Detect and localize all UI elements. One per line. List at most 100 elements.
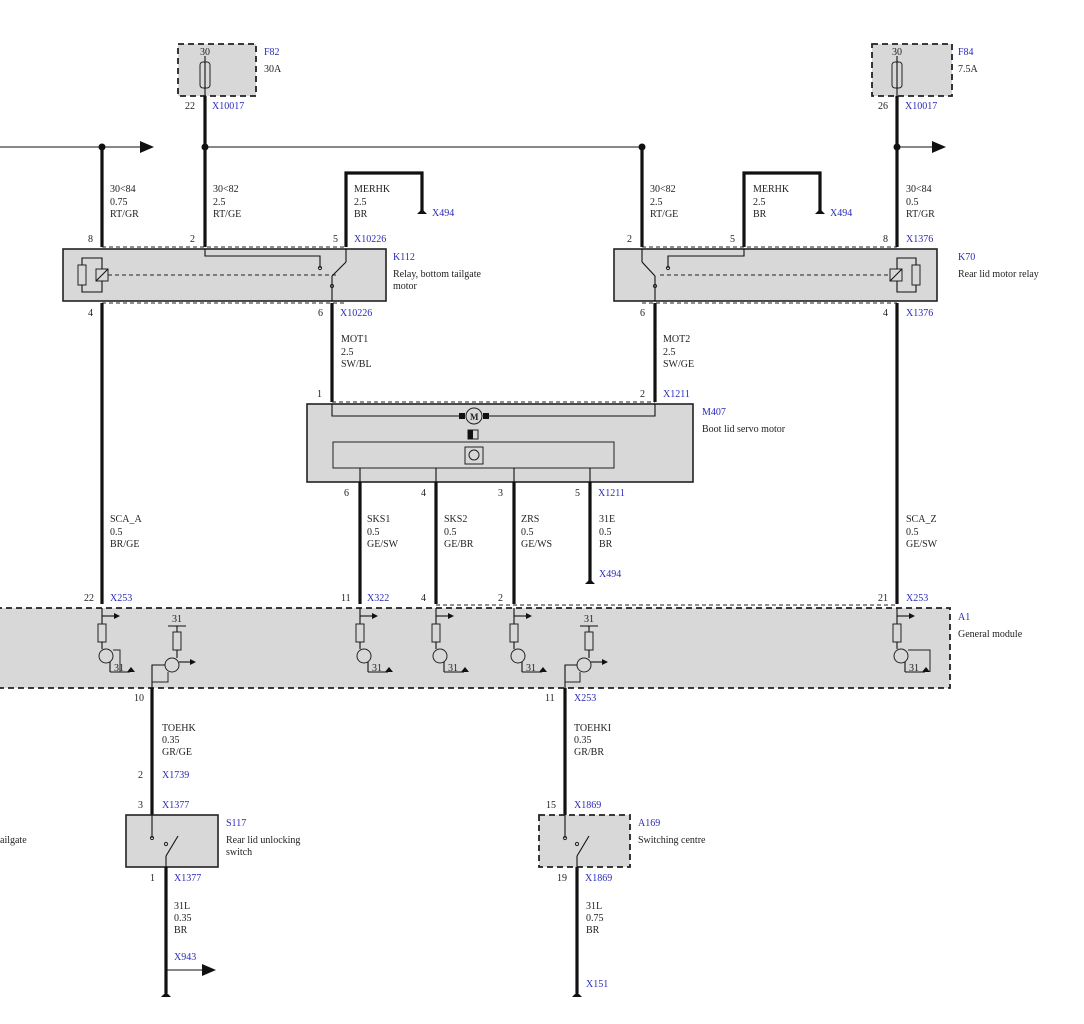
svg-text:SCA_A: SCA_A: [110, 514, 142, 525]
a1-id: A1: [958, 612, 970, 623]
k70-desc: Rear lid motor relay: [958, 269, 1039, 280]
svg-text:0.75: 0.75: [586, 913, 604, 924]
svg-text:2.5: 2.5: [663, 347, 676, 358]
svg-text:MOT2: MOT2: [663, 334, 690, 345]
s117-desc2: switch: [226, 847, 252, 858]
output-stage-icon: 31: [564, 614, 608, 688]
svg-text:BR: BR: [174, 925, 188, 936]
merhk-left-ground: X494: [432, 208, 454, 219]
m407-pin3: 3: [498, 488, 503, 499]
label-zrs: ZRS 0.5 GE/WS: [521, 514, 552, 550]
fuse-f82: 30 F82 30A 22 X10017: [177, 43, 282, 112]
s117-desc1: Rear lid unlocking: [226, 835, 300, 846]
k70-pin8: 8: [883, 234, 888, 245]
output-stage-icon: 31: [151, 614, 196, 688]
svg-text:0.5: 0.5: [521, 527, 534, 538]
label-31e: 31E 0.5 BR: [599, 514, 615, 550]
k112-pin4: 4: [88, 308, 93, 319]
svg-text:0.35: 0.35: [162, 735, 180, 746]
f82-out-pin: 22: [185, 101, 195, 112]
svg-text:31: 31: [584, 614, 594, 625]
m407-conn-top: X1211: [663, 389, 690, 400]
svg-text:31E: 31E: [599, 514, 615, 525]
k70-pin4: 4: [883, 308, 888, 319]
m407-pin6: 6: [344, 488, 349, 499]
svg-text:31: 31: [909, 663, 919, 674]
svg-text:M: M: [470, 412, 479, 422]
svg-text:GE/SW: GE/SW: [906, 539, 938, 550]
label-31l-left: 31L 0.35 BR: [174, 901, 192, 936]
svg-text:31: 31: [172, 614, 182, 625]
svg-text:0.35: 0.35: [174, 913, 192, 924]
svg-text:2.5: 2.5: [354, 197, 367, 208]
arrow-right-icon: [140, 141, 154, 153]
svg-text:0.75: 0.75: [110, 197, 128, 208]
fuse-f84: 30 F84 7.5A 26 X10017: [871, 43, 979, 112]
svg-text:SKS1: SKS1: [367, 514, 390, 525]
w31e-ground: X494: [599, 569, 621, 580]
label-30-84-right: 30<84 0.5 RT/GR: [906, 184, 935, 220]
a1-pin22: 22: [84, 593, 94, 604]
w31l-left-conn: X943: [174, 952, 196, 963]
m407-pin5: 5: [575, 488, 580, 499]
input-stage-icon: 31: [509, 608, 547, 674]
junction-dot: [201, 143, 209, 151]
label-sca-z: SCA_Z 0.5 GE/SW: [906, 514, 938, 550]
label-31l-right: 31L 0.75 BR: [586, 901, 604, 936]
f82-rating: 30A: [264, 64, 282, 75]
a1-conn11b: X253: [574, 693, 596, 704]
f84-pin: 30: [892, 47, 902, 58]
m407-id: M407: [702, 407, 726, 418]
svg-text:0.5: 0.5: [110, 527, 123, 538]
junction-dot: [893, 143, 901, 151]
a169-desc: Switching centre: [638, 835, 706, 846]
a1-pin21: 21: [878, 593, 888, 604]
a1-pin11b: 11: [545, 693, 555, 704]
svg-text:RT/GE: RT/GE: [650, 209, 678, 220]
label-merhk-right: MERHK 2.5 BR: [753, 184, 790, 220]
ground-icon: [585, 579, 595, 584]
arrow-right-icon: [932, 141, 946, 153]
k112-id: K112: [393, 252, 415, 263]
k70-id: K70: [958, 252, 975, 263]
k112-pin2: 2: [190, 234, 195, 245]
wire-merhk-left: [344, 171, 424, 247]
svg-text:2.5: 2.5: [753, 197, 766, 208]
svg-text:MERHK: MERHK: [753, 184, 790, 195]
svg-text:MERHK: MERHK: [354, 184, 391, 195]
ground-icon: [417, 209, 427, 214]
svg-text:0.5: 0.5: [906, 527, 919, 538]
svg-text:BR: BR: [354, 209, 368, 220]
svg-text:RT/GE: RT/GE: [213, 209, 241, 220]
svg-text:GR/GE: GR/GE: [162, 747, 192, 758]
m407-pin2: 2: [640, 389, 645, 400]
svg-text:RT/GR: RT/GR: [906, 209, 935, 220]
svg-text:2.5: 2.5: [650, 197, 663, 208]
a1-pin10: 10: [134, 693, 144, 704]
w31l-right-conn: X151: [586, 979, 608, 990]
svg-text:BR: BR: [753, 209, 767, 220]
svg-text:31L: 31L: [586, 901, 602, 912]
m407-desc: Boot lid servo motor: [702, 424, 786, 435]
s117-pin-bot: 1: [150, 873, 155, 884]
a1-pin2: 2: [498, 593, 503, 604]
label-30-82-right: 30<82 2.5 RT/GE: [650, 184, 678, 220]
m407-conn-bot: X1211: [598, 488, 625, 499]
a1-desc: General module: [958, 629, 1023, 640]
svg-text:BR: BR: [599, 539, 613, 550]
a169-pin-top: 15: [546, 800, 556, 811]
k112-pin6: 6: [318, 308, 323, 319]
input-stage-icon: 31: [431, 608, 469, 674]
svg-text:0.5: 0.5: [599, 527, 612, 538]
k70-conn-bot: X1376: [906, 308, 933, 319]
f84-id: F84: [958, 47, 974, 58]
svg-text:BR: BR: [586, 925, 600, 936]
svg-text:TOEHKI: TOEHKI: [574, 723, 611, 734]
m407-pin1: 1: [317, 389, 322, 400]
a169-pin-bot: 19: [557, 873, 567, 884]
svg-text:RT/GR: RT/GR: [110, 209, 139, 220]
svg-text:BR/GE: BR/GE: [110, 539, 139, 550]
motor-icon: [465, 407, 483, 425]
ground-icon: [815, 209, 825, 214]
